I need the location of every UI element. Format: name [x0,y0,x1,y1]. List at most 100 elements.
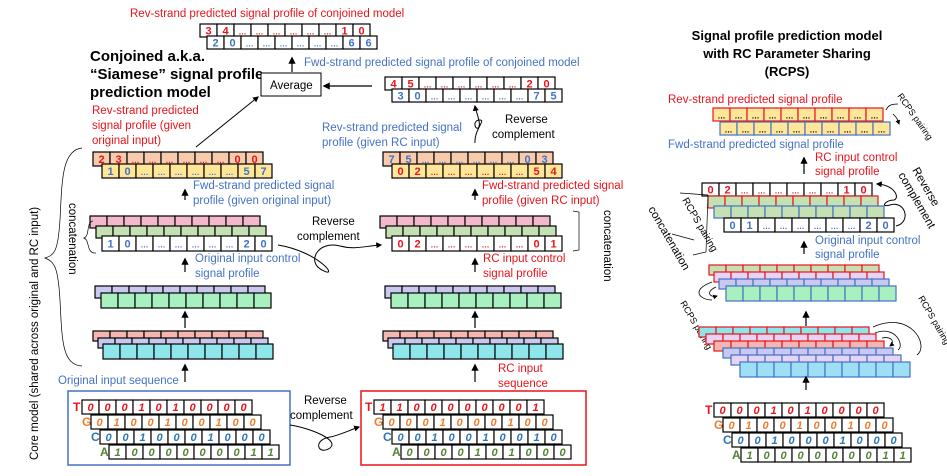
cell-value: 0 [524,417,531,429]
cell-value: 0 [232,417,239,429]
cell-value: … [499,168,507,177]
cell [458,292,477,309]
cell-value: … [239,28,247,37]
rcps-title-line-1: Signal profile prediction model [692,28,883,43]
cell-value: … [516,168,524,177]
average-label: Average [270,80,313,92]
cell-value: … [448,93,456,102]
cell-value: 0 [543,79,549,91]
rcps-rev-cells: ………………………… [712,107,884,122]
cell [460,343,479,360]
orig-hid1-front [102,343,274,360]
cell [543,292,562,309]
cell-value: 1 [882,450,888,462]
rc-concat-brace [572,210,580,252]
cell [134,292,153,309]
cell-value: … [458,81,466,90]
cell [409,343,428,360]
rc-fwd-label-1: Fwd-strand predicted signal [482,180,623,192]
cell-value: 0 [753,405,760,417]
conjoined-title-line-1: Conjoined a.k.a. [90,48,205,65]
cell [773,361,792,378]
cell-value: 0 [423,447,430,459]
reverse-complement-loop-bottom [289,424,361,451]
cell-value: 0 [465,432,472,444]
cell-value: 0 [405,417,412,429]
rc-top-label-1: Reverse [505,114,548,126]
rc-mid-label-2: complement [297,231,360,243]
rcps-hid1-pairing-arrows [872,322,922,356]
cell-value: … [166,156,174,165]
cell-value: 0 [198,417,205,429]
cell [261,444,280,460]
cell [168,292,187,309]
cell-value: 0 [105,432,112,444]
base-label-A: A [392,445,401,459]
cell-value: … [324,28,332,37]
cell-value: … [826,187,834,196]
rcps-model-panel: Signal profile prediction model with RC … [645,28,947,463]
cell-value: 0 [728,420,735,432]
cell-value: … [820,112,828,121]
cell-value: 0 [814,450,821,462]
cell-value: 0 [124,166,130,178]
cell-value: … [878,126,886,135]
orig-control-label-2: signal profile [195,268,260,280]
cell-value: 0 [121,402,128,414]
cell-value: 0 [430,402,437,414]
cell-value: 3 [115,154,121,166]
rcps-hid2-l4 [725,285,897,302]
cell-value: 0 [422,417,429,429]
orig-input-label: Original input sequence [58,375,179,387]
reverse-complement-loop-mid [277,242,383,273]
cell-value: 0 [223,402,230,414]
cell-value: 0 [234,154,240,166]
cell-value: 0 [414,432,421,444]
cell-value: … [809,187,817,196]
cell-value: 0 [87,402,94,414]
cell-value: 7 [533,91,539,103]
cell [849,205,868,219]
orig-fwd-label-1: Fwd-strand predicted signal [193,180,334,192]
cell-value: … [844,126,852,135]
cell-value: … [448,241,456,250]
orig-to-average-arrow [195,96,259,148]
cell [865,107,884,122]
rcps-hidden-layer-1 [698,326,911,378]
cell-value: 0 [848,450,855,462]
orig-concat-brace [82,220,97,254]
cell-value: … [149,156,157,165]
cell-value: 0 [448,432,455,444]
cell-value: 0 [130,417,137,429]
cell-value: … [273,28,281,37]
rc-input-label-1: RC input [498,363,544,375]
cell-value: 0 [216,447,223,459]
cell-value: 1 [746,220,752,232]
cell [827,285,846,302]
cell-value: … [192,241,200,250]
cell-value: 1 [532,402,538,414]
base-label-T: T [705,403,713,417]
cell-value: … [482,93,490,102]
cell-value: 1 [114,447,120,459]
cell-value: … [246,40,254,49]
cell-value: 0 [516,432,523,444]
cell [858,361,877,378]
rc-bottom-label-1: Reverse [304,395,347,407]
cell-value: … [797,222,805,231]
cell-value: 1 [847,420,853,432]
cell-value: … [752,112,760,121]
base-label-T: T [73,400,81,414]
cell-value: 0 [550,432,557,444]
cell [221,343,240,360]
cell-value: 0 [148,447,155,459]
